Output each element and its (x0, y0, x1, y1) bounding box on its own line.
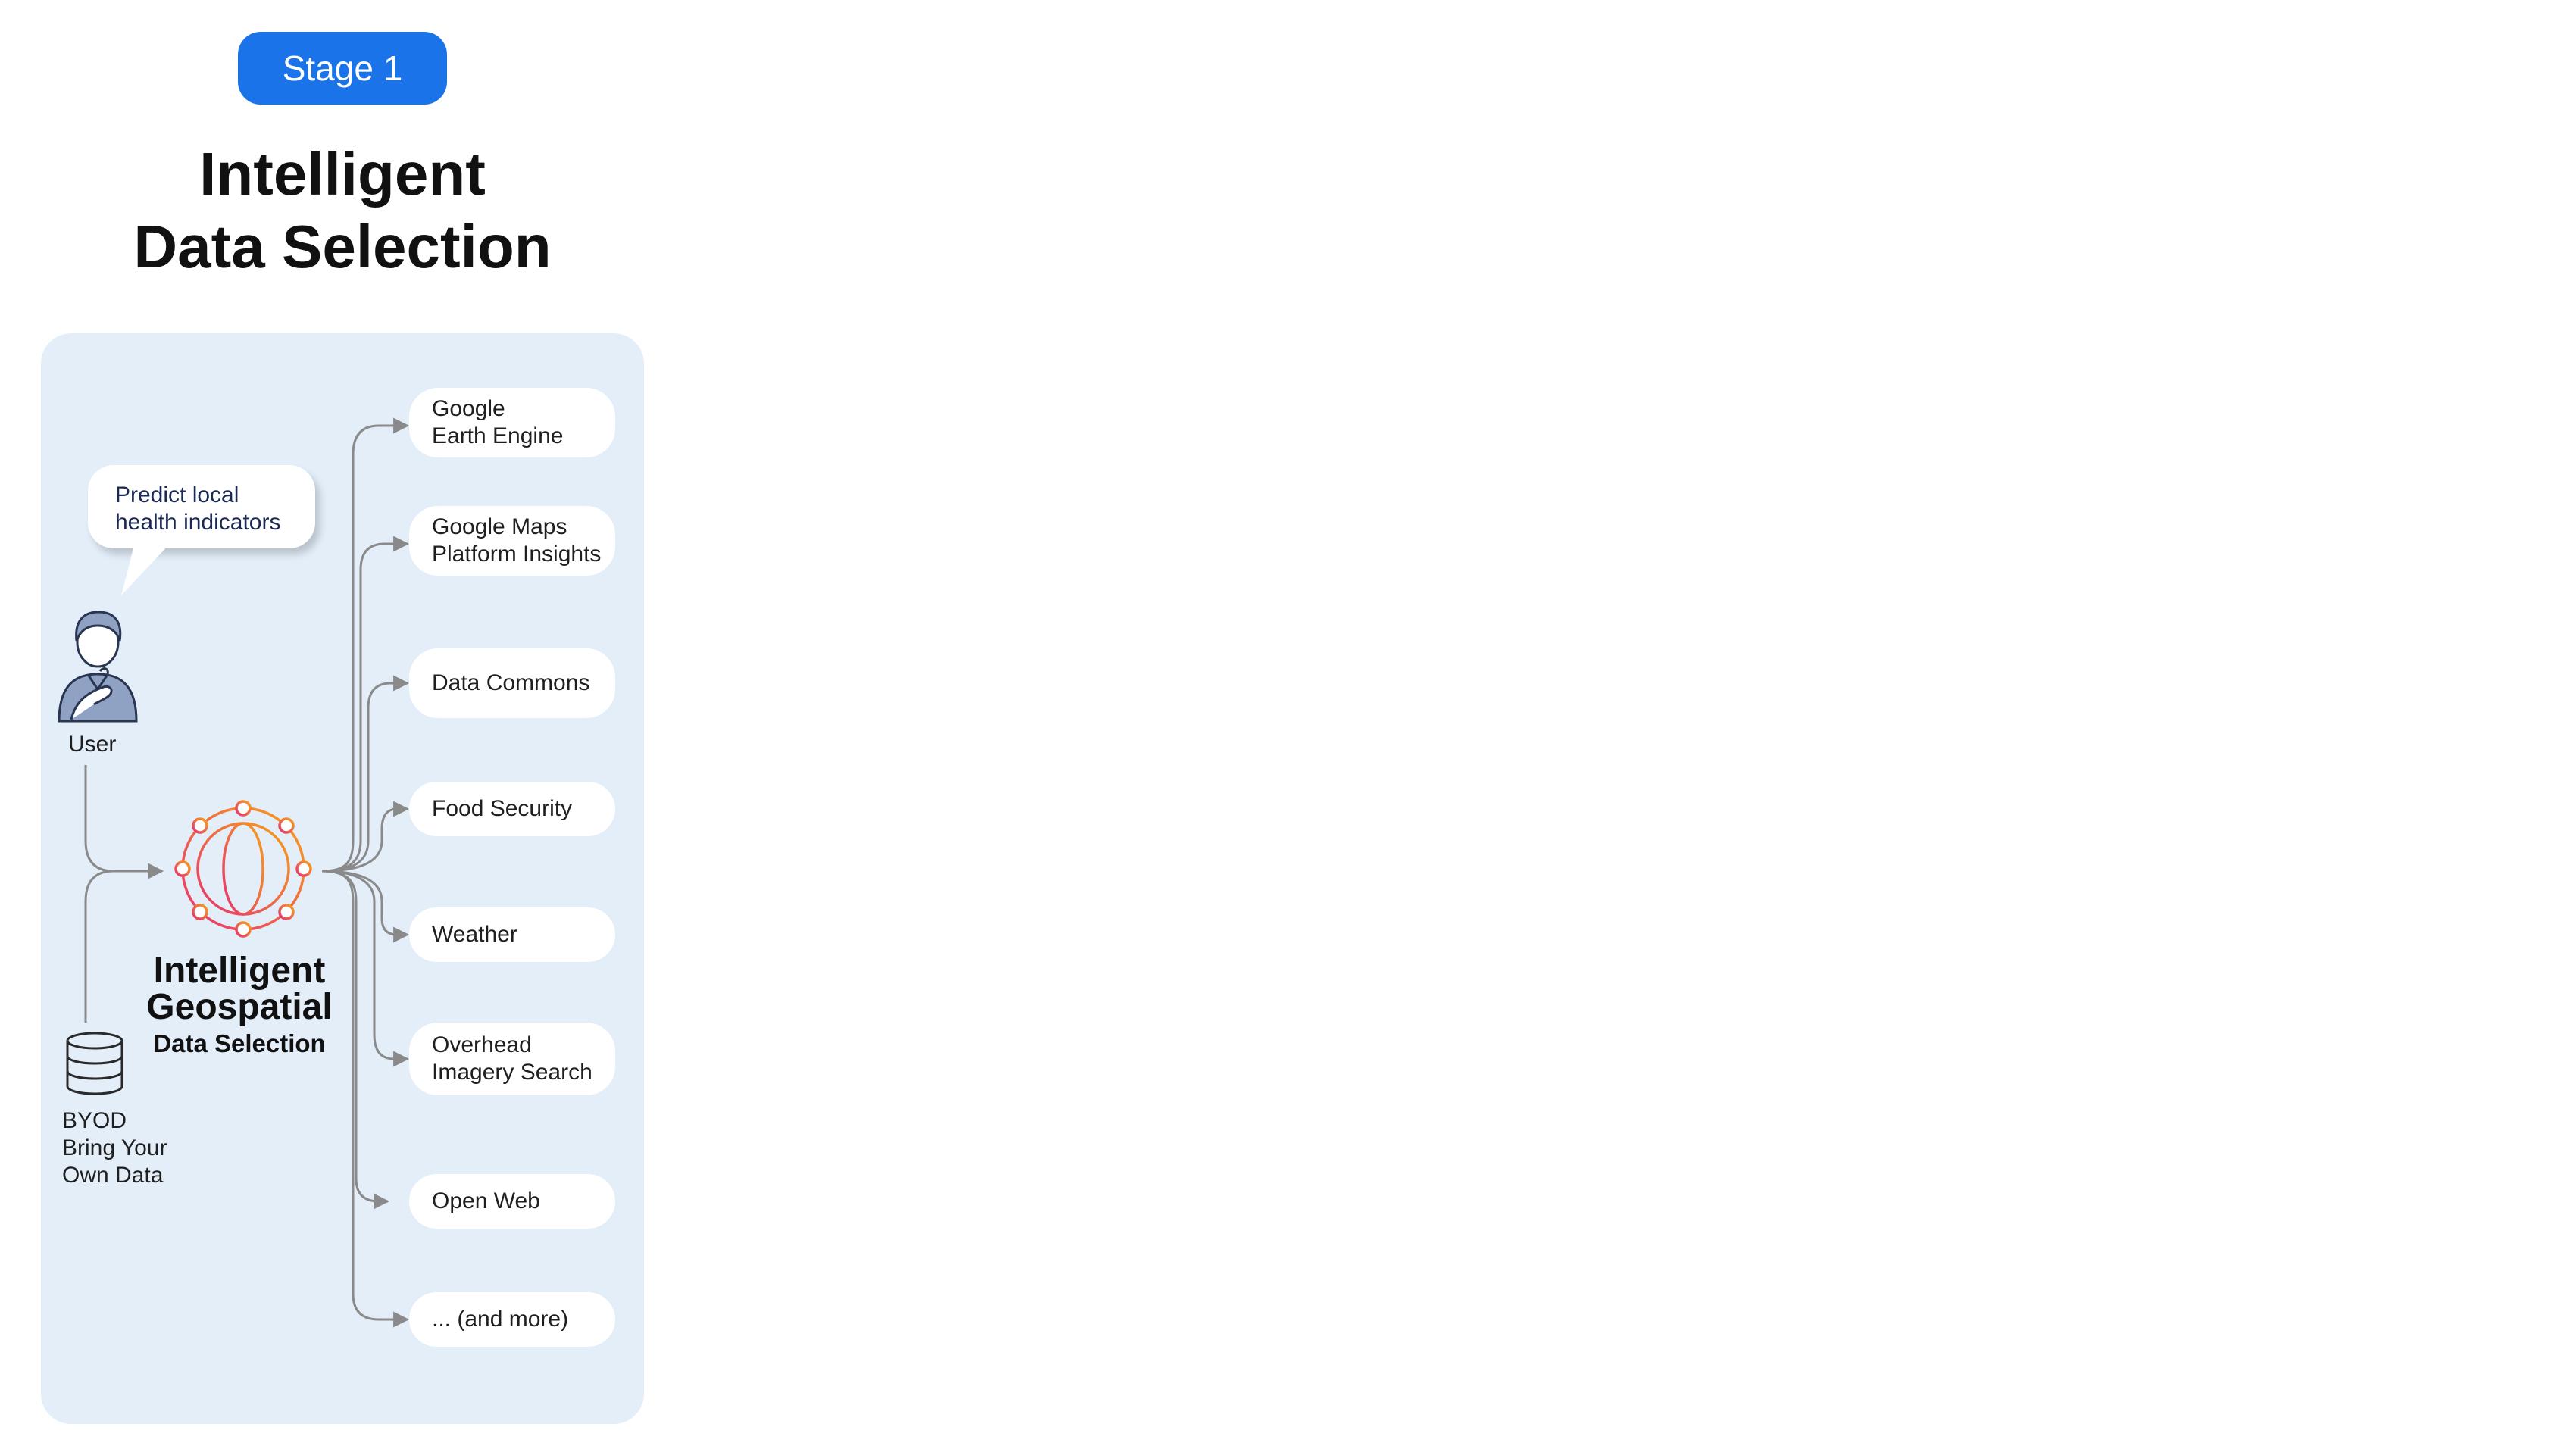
source-line: Earth Engine (432, 423, 564, 448)
source-overhead-imagery-search: Overhead Imagery Search (409, 1023, 615, 1095)
connector-to-source-4 (321, 801, 410, 873)
source-line: Google (432, 396, 505, 421)
title-line-1: Intelligent (199, 140, 486, 208)
source-line: ... (and more) (432, 1307, 569, 1332)
source-and-more: ... (and more) (409, 1292, 615, 1347)
byod-label: BYOD Bring Your Own Data (62, 1107, 167, 1189)
source-line: Platform Insights (432, 542, 602, 567)
thinking-person-icon (58, 611, 138, 723)
hub-line-3: Data Selection (153, 1029, 326, 1057)
source-line: Weather (432, 922, 517, 947)
byod-line-3: Own Data (62, 1163, 164, 1188)
source-weather: Weather (409, 907, 615, 962)
connector-to-source-1 (321, 417, 410, 873)
source-line: Food Security (432, 796, 573, 821)
source-line: Imagery Search (432, 1060, 592, 1085)
bubble-line-2: health indicators (115, 510, 281, 535)
byod-line-2: Bring Your (62, 1135, 167, 1160)
source-line: Google Maps (432, 514, 567, 539)
connector-byod-to-hub (84, 863, 164, 1023)
source-maps-platform-insights: Google Maps Platform Insights (409, 506, 615, 576)
stage-badge: Stage 1 (238, 32, 447, 105)
geospatial-globe-icon (174, 800, 312, 938)
hub-line-1: Intelligent (153, 951, 326, 991)
user-label: User (68, 732, 117, 757)
source-food-security: Food Security (409, 782, 615, 836)
connector-to-source-3 (321, 675, 410, 873)
page-title: Intelligent Data Selection (76, 138, 609, 283)
title-line-2: Data Selection (133, 213, 552, 280)
hub-line-2: Geospatial (146, 987, 333, 1027)
source-line: Open Web (432, 1188, 540, 1213)
hub-label: Intelligent Geospatial Data Selection (126, 953, 353, 1062)
bubble-line-1: Predict local (115, 482, 239, 507)
source-line: Overhead (432, 1032, 532, 1057)
connector-user-to-hub (84, 765, 164, 879)
source-earth-engine: Google Earth Engine (409, 388, 615, 457)
speech-bubble-tail (121, 542, 171, 595)
connector-to-source-2 (321, 536, 410, 873)
source-line: Data Commons (432, 670, 590, 695)
source-data-commons: Data Commons (409, 648, 615, 718)
source-open-web: Open Web (409, 1174, 615, 1229)
byod-line-1: BYOD (62, 1108, 127, 1133)
connector-to-source-6 (321, 870, 410, 1067)
database-icon (66, 1032, 123, 1095)
user-speech-bubble: Predict local health indicators (88, 465, 315, 548)
connector-to-source-8 (321, 870, 410, 1328)
